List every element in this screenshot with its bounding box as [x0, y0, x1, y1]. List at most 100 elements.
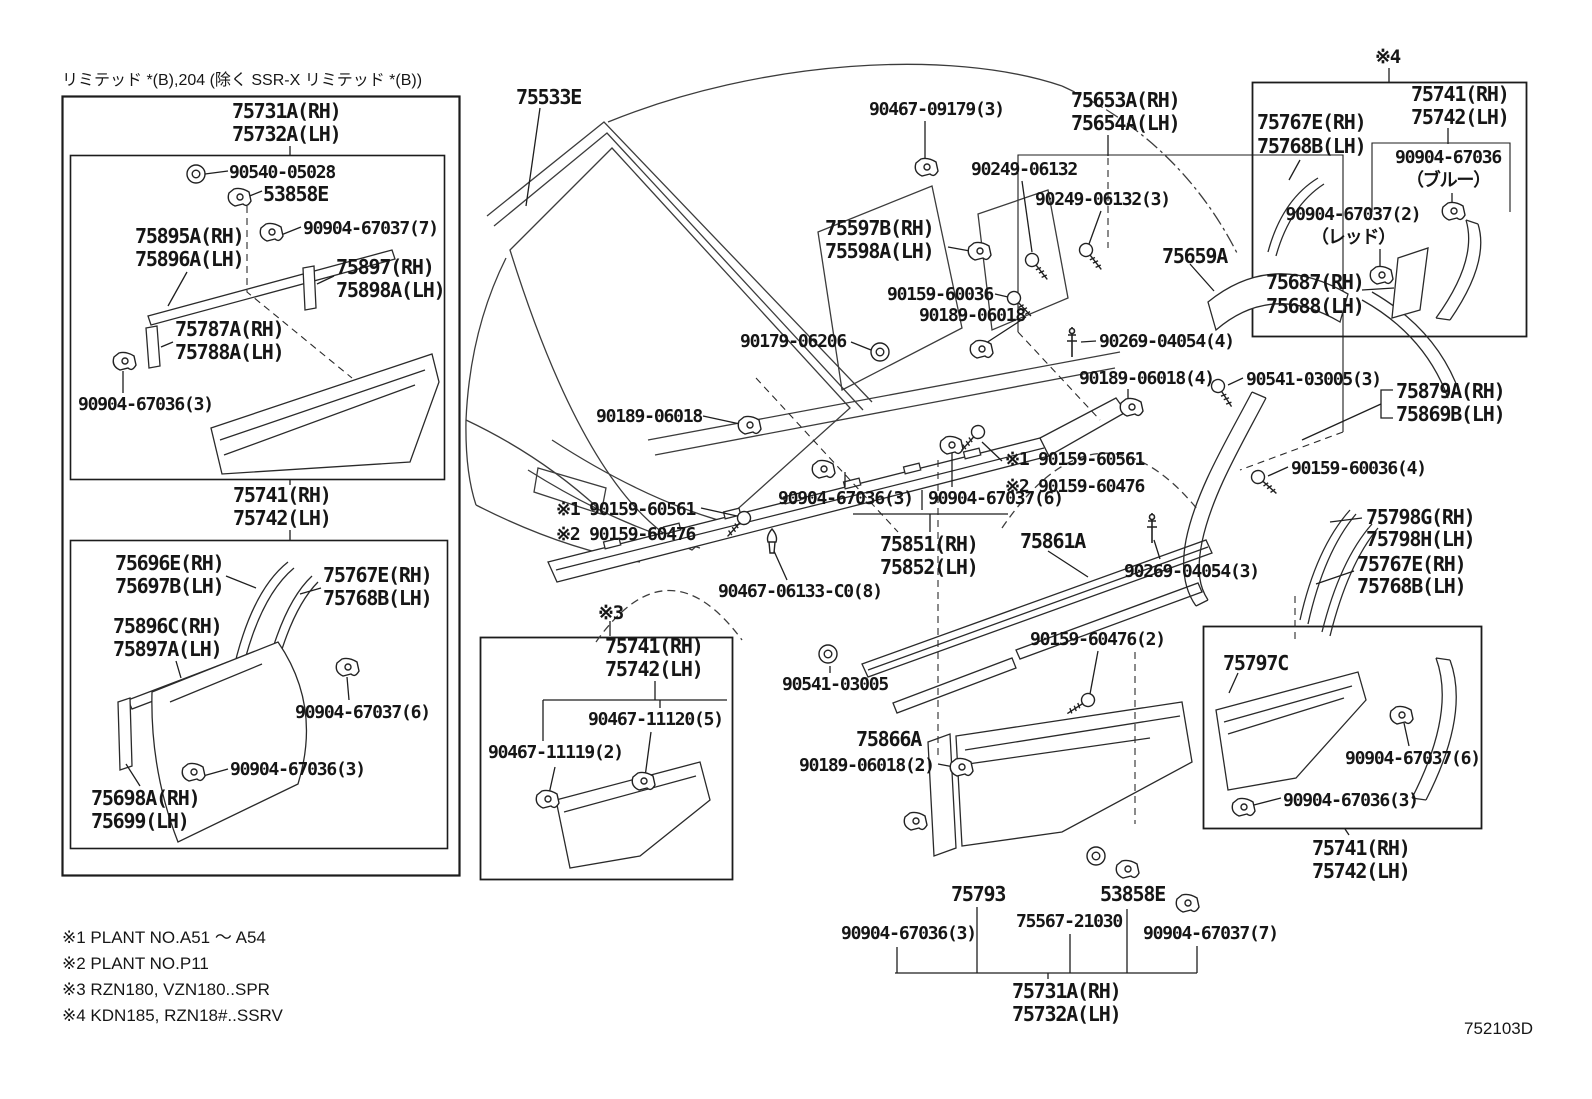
label-75687-75688: 75687(RH) 75688(LH): [1266, 270, 1365, 318]
label-75897-75898a: 75897(RH) 75898A(LH): [336, 255, 446, 302]
strip-75866a: [892, 657, 1017, 714]
note-footnotes: ※1 PLANT NO.A51 ～ A54 ※2 PLANT NO.P11 ※3…: [62, 928, 283, 1025]
arc-x4: [1267, 177, 1325, 257]
label-90541-03005-b: 90541-03005: [782, 674, 889, 695]
label-90904-67037-6-left: 90904-67037(6): [295, 702, 431, 723]
label-75653a-75654a: 75653A(RH) 75654A(LH): [1071, 88, 1181, 135]
windshield-moulding-drawing: [486, 121, 873, 403]
label-90904-67037-2-red: 90904-67037(2) （レッド）: [1285, 204, 1422, 248]
box-x4: [1251, 81, 1528, 338]
label-x1x2-right: ※1 90159-60561 ※2 90159-60476: [1005, 449, 1145, 497]
label-90904-67036-3-mid: 90904-67036(3): [778, 488, 914, 509]
label-75866a: 75866A: [856, 727, 922, 751]
label-75741-75742-mid: 75741(RH) 75742(LH): [605, 634, 704, 681]
door-moulding-rbox: [1215, 671, 1367, 791]
label-75767e-75768b-left: 75767E(RH) 75768B(LH): [323, 563, 433, 610]
label-x1x2-left: ※1 90159-60561 ※2 90159-60476: [556, 499, 696, 545]
label-75879a-75869b: 75879A(RH) 75869B(LH): [1396, 379, 1506, 426]
label-90904-67037-7: 90904-67037(7): [303, 218, 439, 239]
label-53858e-top: 53858E: [263, 182, 329, 206]
label-90189-06018-left: 90189-06018: [596, 406, 703, 427]
label-90540-05028: 90540-05028: [229, 162, 336, 183]
label-75741-75742-x4box: 75741(RH) 75742(LH): [1411, 82, 1510, 129]
label-90467-06133-c0-8: 90467-06133-C0(8): [718, 581, 883, 602]
label-75533e: 75533E: [516, 85, 582, 109]
arc-75798g: [1299, 509, 1357, 625]
part-drawings: [117, 177, 1482, 869]
label-75797c: 75797C: [1223, 651, 1289, 675]
label-75851-75852: 75851(RH) 75852(LH): [880, 532, 979, 579]
headlight: [533, 467, 607, 515]
label-90904-67037-7-bottom: 90904-67037(7): [1143, 923, 1279, 944]
label-90904-67036-3-b: 90904-67036(3): [230, 759, 366, 780]
label-90249-06132: 90249-06132: [971, 159, 1078, 180]
label-53858e-bottom: 53858E: [1100, 882, 1166, 906]
label-90179-06206: 90179-06206: [740, 331, 847, 352]
label-75861a: 75861A: [1020, 529, 1086, 553]
label-90467-09179-3: 90467-09179(3): [869, 99, 1005, 120]
label-90467-11120-5: 90467-11120(5): [588, 709, 724, 730]
label-75731a-75732a-topleft: 75731A(RH) 75732A(LH): [232, 99, 342, 146]
label-75659a: 75659A: [1162, 244, 1228, 268]
arc-75659a: [1361, 291, 1461, 399]
label-75787a-75788a: 75787A(RH) 75788A(LH): [175, 317, 285, 364]
box-left-inner-1: [69, 154, 446, 481]
label-90467-11119-2: 90467-11119(2): [488, 742, 624, 763]
label-90249-06132-3: 90249-06132(3): [1035, 189, 1171, 210]
label-90904-67036-3-rbox: 90904-67036(3): [1283, 790, 1419, 811]
mark-x4: ※4: [1375, 46, 1401, 68]
callout-boxes: [61, 81, 1528, 881]
label-90269-04054-3: 90269-04054(3): [1124, 561, 1260, 582]
box-right-bottom: [1202, 625, 1483, 830]
label-90904-67037-6-rbox: 90904-67037(6): [1345, 748, 1481, 769]
front-door-glass: [817, 185, 963, 391]
flare-x4: [1435, 219, 1482, 321]
label-75597b-75598a: 75597B(RH) 75598A(LH): [825, 216, 935, 263]
front-wheel-arch: [595, 590, 743, 643]
label-75567-21030: 75567-21030: [1016, 911, 1123, 932]
rear-wheel-arch: [1001, 452, 1199, 529]
label-90904-67036-3-bottom: 90904-67036(3): [841, 923, 977, 944]
label-75731a-75732a-bottom: 75731A(RH) 75732A(LH): [1012, 979, 1122, 1026]
label-90189-06018-2: 90189-06018(2): [799, 755, 935, 776]
roof-line: [607, 63, 1063, 123]
label-75895a-75896a: 75895A(RH) 75896A(LH): [135, 224, 245, 271]
fender-line: [465, 419, 599, 509]
door-moulding-bottom: [955, 701, 1193, 847]
label-75698a-75699: 75698A(RH) 75699(LH): [91, 786, 201, 833]
label-90189-06018-4: 90189-06018(4): [1079, 368, 1215, 389]
rear-flare-drawing: [1207, 273, 1349, 332]
strip-75861a-b: [1015, 582, 1203, 660]
mark-x3: ※3: [598, 602, 624, 624]
label-90159-60036: 90159-60036: [887, 284, 994, 305]
label-75741-75742-left: 75741(RH) 75742(LH): [233, 483, 332, 530]
box-left-inner-2: [69, 539, 449, 850]
label-75896c-75897a: 75896C(RH) 75897A(LH): [113, 614, 223, 661]
label-75767e-75768b-x4box: 75767E(RH) 75768B(LH): [1257, 110, 1367, 158]
note-header: リミテッド *(B),204 (除く SSR-X リミテッド *(B)): [62, 72, 423, 89]
label-90159-60476-2: 90159-60476(2): [1030, 629, 1166, 650]
label-90904-67036-blue: 90904-67036 （ブルー）: [1394, 147, 1502, 191]
label-75696e-75697b: 75696E(RH) 75697B(LH): [115, 551, 225, 598]
box-left-outer: [61, 95, 461, 877]
hood-edge: [465, 257, 507, 506]
label-90159-60036-4: 90159-60036(4): [1291, 458, 1427, 479]
code-752103d: 752103D: [1464, 1019, 1534, 1038]
label-75767e-75768b-right: 75767E(RH) 75768B(LH): [1357, 552, 1467, 598]
flare-rbox: [1411, 657, 1457, 801]
arc-75767e-right: [1321, 523, 1379, 637]
flare-panel-box2: [151, 641, 308, 843]
channel-75879a: [1183, 391, 1267, 607]
label-90189-06018-top: 90189-06018: [919, 305, 1026, 326]
label-75793: 75793: [951, 882, 1006, 906]
box-x3: [479, 636, 734, 881]
label-75798g-75798h: 75798G(RH) 75798H(LH): [1366, 505, 1476, 551]
construction-lines: [246, 158, 1344, 824]
label-90541-03005-3: 90541-03005(3): [1246, 369, 1382, 390]
label-90269-04054-4: 90269-04054(4): [1099, 331, 1235, 352]
label-90904-67036-3-a: 90904-67036(3): [78, 394, 214, 415]
door-moulding-x3: [555, 761, 711, 869]
frame-x4-inner: [1371, 142, 1511, 212]
